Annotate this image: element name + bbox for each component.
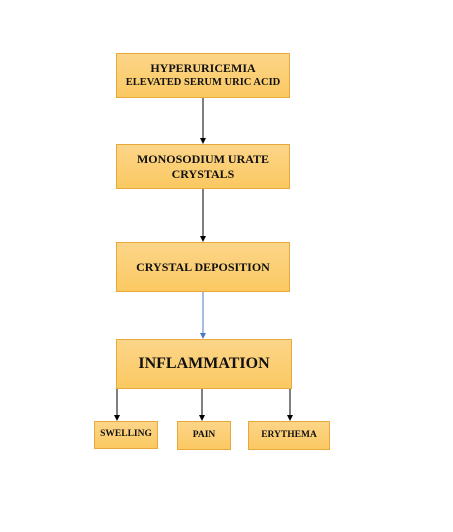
node-hyperuricemia-title: HYPERURICEMIA <box>150 61 256 76</box>
node-erythema-label: ERYTHEMA <box>261 429 317 440</box>
node-erythema: ERYTHEMA <box>248 421 330 450</box>
node-swelling-label: SWELLING <box>100 429 152 440</box>
node-monosodium-urate-crystals: MONOSODIUM URATE CRYSTALS <box>116 144 290 189</box>
node-msu-line1: MONOSODIUM URATE <box>136 151 270 166</box>
node-inflammation-label: INFLAMMATION <box>138 355 270 372</box>
node-crystal-deposition-label: CRYSTAL DEPOSITION <box>136 259 270 274</box>
node-hyperuricemia-subtitle: ELEVATED SERUM URIC ACID <box>125 77 281 89</box>
node-msu-line2: CRYSTALS <box>171 166 235 181</box>
node-pain-label: PAIN <box>192 429 216 440</box>
node-hyperuricemia: HYPERURICEMIA ELEVATED SERUM URIC ACID <box>116 53 290 98</box>
node-inflammation: INFLAMMATION <box>116 339 292 389</box>
node-pain: PAIN <box>177 421 231 450</box>
node-swelling: SWELLING <box>94 421 158 449</box>
node-crystal-deposition: CRYSTAL DEPOSITION <box>116 242 290 292</box>
